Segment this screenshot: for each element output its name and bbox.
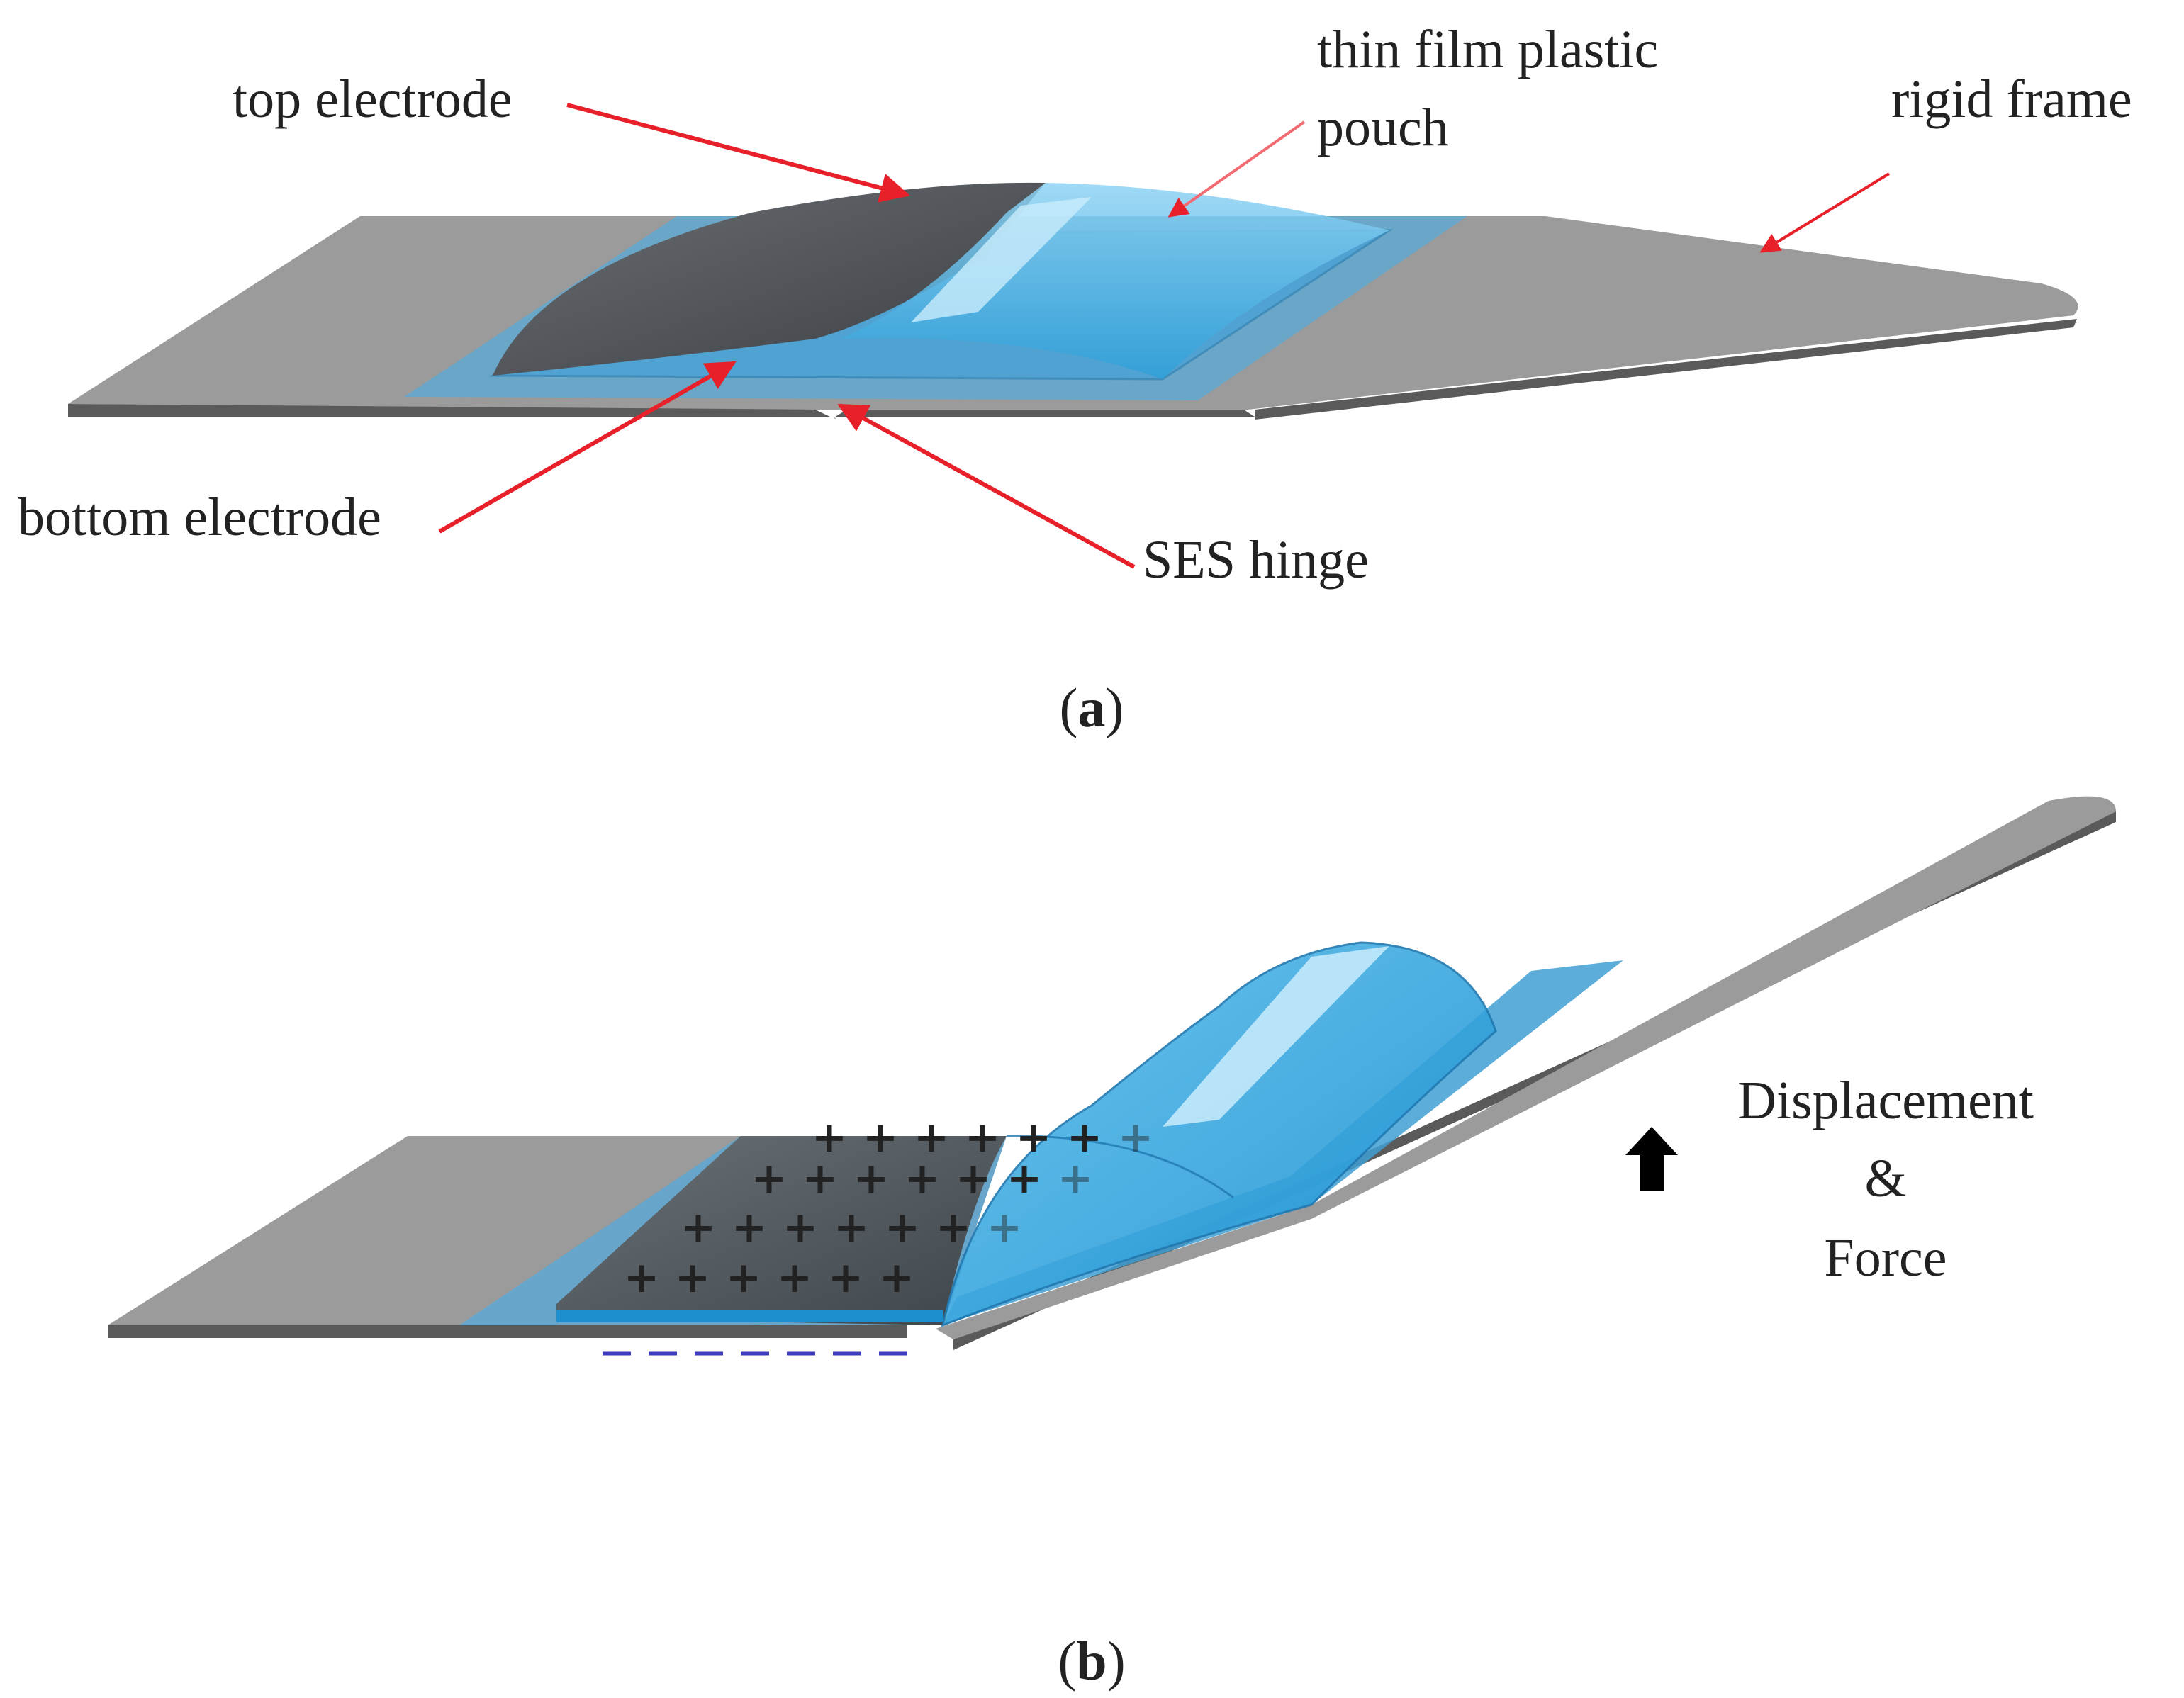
- plus-sign: +: [834, 1203, 869, 1252]
- label-top-electrode: top electrode: [233, 69, 513, 129]
- arrow-bottom-electrode: [438, 361, 737, 534]
- positive-charges: + + + + + + + + + + + + + + + + + + + + …: [624, 1113, 1102, 1303]
- pouch-highlight-b: [1163, 946, 1389, 1127]
- arrow-rigid-frame: [1759, 172, 1891, 253]
- plus-sign: +: [812, 1113, 847, 1162]
- plus-sign: +: [1007, 1154, 1042, 1203]
- plus-sign: +: [905, 1154, 940, 1203]
- up-arrow-icon: [1625, 1127, 1678, 1191]
- label-bottom-electrode: bottom electrode: [18, 488, 381, 547]
- top-electrode-b: [556, 1136, 1007, 1325]
- plus-sign: +: [863, 1113, 898, 1162]
- plus-sign: +: [624, 1253, 659, 1303]
- plus-sign: +: [681, 1203, 716, 1252]
- plus-sign: +: [956, 1154, 991, 1203]
- pouch-dome-a: [840, 183, 1389, 379]
- label-pouch-line2: pouch: [1317, 98, 1449, 157]
- plus-sign: +: [853, 1154, 889, 1203]
- plus-sign: +: [777, 1253, 812, 1303]
- pouch-highlight-a: [911, 197, 1092, 322]
- plus-sign: +: [1058, 1154, 1093, 1203]
- plus-sign: +: [1118, 1113, 1153, 1162]
- plus-sign: +: [914, 1113, 949, 1162]
- pouch-fold-b: [1006, 1135, 1234, 1199]
- caption-a: (a): [1060, 677, 1124, 738]
- label-rigid-frame: rigid frame: [1891, 69, 2132, 129]
- label-pouch-line1: thin film plastic: [1317, 20, 1658, 79]
- bottom-electrode-b: [556, 1310, 943, 1322]
- plus-sign: +: [675, 1253, 710, 1303]
- plus-sign: +: [783, 1203, 818, 1252]
- arrow-top-electrode: [566, 103, 911, 203]
- panel-a: top electrode thin film plastic pouch ri…: [18, 20, 2132, 738]
- arrow-ses-hinge: [837, 403, 1136, 569]
- label-force: Force: [1824, 1228, 1947, 1288]
- caption-b: (b): [1058, 1630, 1125, 1692]
- plus-sign: +: [936, 1203, 971, 1252]
- label-ampersand: &: [1864, 1149, 1906, 1208]
- top-electrode-a: [493, 182, 1046, 376]
- plus-sign: +: [1067, 1113, 1102, 1162]
- plus-sign: +: [965, 1113, 1000, 1162]
- plus-sign: +: [885, 1203, 920, 1252]
- arrow-pouch: [1167, 120, 1306, 218]
- plus-sign: +: [828, 1253, 863, 1303]
- positive-charges-faded: + + +: [987, 1113, 1153, 1252]
- plus-sign: +: [1016, 1113, 1051, 1162]
- pouch-bubble-b: [941, 941, 1497, 1327]
- plus-sign: +: [732, 1203, 767, 1252]
- plus-sign: +: [726, 1253, 761, 1303]
- panel-b: + + + + + + + + + + + + + + + + + + + + …: [108, 796, 2116, 1692]
- label-ses-hinge: SES hinge: [1143, 530, 1369, 590]
- plus-sign: +: [987, 1203, 1022, 1252]
- plus-sign: +: [802, 1154, 838, 1203]
- plus-sign: +: [751, 1154, 787, 1203]
- plus-sign: +: [879, 1253, 914, 1303]
- label-displacement: Displacement: [1737, 1071, 2034, 1130]
